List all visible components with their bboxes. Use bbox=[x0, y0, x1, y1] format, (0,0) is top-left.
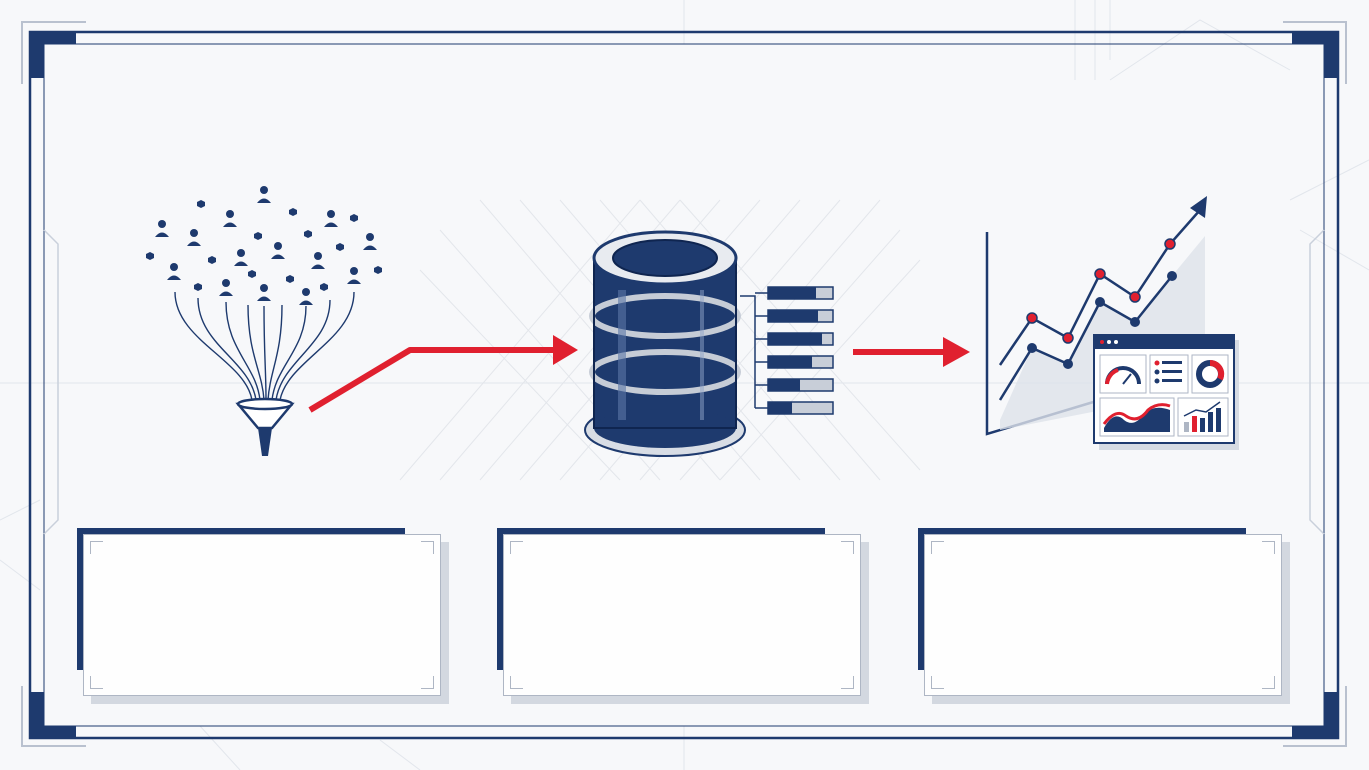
person-icon bbox=[324, 210, 338, 227]
list-widget bbox=[1149, 354, 1189, 394]
index-bar bbox=[767, 378, 834, 392]
person-icon bbox=[187, 229, 201, 246]
panel-corner-tick bbox=[90, 541, 103, 554]
panel-card bbox=[83, 534, 441, 696]
panel-corner-tick bbox=[421, 541, 434, 554]
panel-accent bbox=[918, 528, 1246, 670]
panel-corner-tick bbox=[931, 676, 944, 689]
panel-corner-tick bbox=[510, 676, 523, 689]
person-icon bbox=[363, 233, 377, 250]
person-icon bbox=[299, 288, 313, 305]
panel-corner-tick bbox=[931, 541, 944, 554]
area-chart-widget bbox=[1099, 397, 1175, 437]
person-icon bbox=[271, 242, 285, 259]
frame-corners bbox=[30, 32, 1338, 738]
panel-card bbox=[503, 534, 861, 696]
index-bar bbox=[767, 286, 834, 300]
panel-2 bbox=[497, 528, 869, 704]
bar-chart-widget bbox=[1177, 397, 1229, 437]
funnel-wires bbox=[174, 291, 355, 401]
line-chart-dashboard-icon bbox=[985, 196, 1239, 450]
person-icon bbox=[167, 263, 181, 280]
dashboard-window bbox=[1093, 334, 1239, 450]
database-index-bars bbox=[740, 286, 834, 415]
panel-accent bbox=[497, 528, 825, 670]
panel-3 bbox=[918, 528, 1290, 704]
person-icon bbox=[347, 267, 361, 284]
donut-widget bbox=[1191, 354, 1229, 394]
index-bar bbox=[767, 332, 834, 346]
arrow-funnel-to-database bbox=[308, 335, 578, 413]
panel-corner-tick bbox=[841, 541, 854, 554]
panel-corner-tick bbox=[510, 541, 523, 554]
people-cloud bbox=[146, 186, 382, 305]
person-icon bbox=[257, 284, 271, 301]
panel-1 bbox=[77, 528, 449, 704]
index-bar bbox=[767, 309, 834, 323]
panel-accent bbox=[77, 528, 405, 670]
panel-card bbox=[924, 534, 1282, 696]
panel-corner-tick bbox=[841, 676, 854, 689]
gauge-widget bbox=[1099, 354, 1147, 394]
data-node bbox=[146, 200, 382, 291]
people-funnel-icon bbox=[146, 186, 382, 456]
panel-corner-tick bbox=[1262, 541, 1275, 554]
panel-corner-tick bbox=[421, 676, 434, 689]
index-bar bbox=[767, 355, 834, 369]
person-icon bbox=[234, 249, 248, 266]
outer-frame bbox=[21, 21, 1347, 747]
person-icon bbox=[257, 186, 271, 203]
panel-corner-tick bbox=[90, 676, 103, 689]
funnel-icon bbox=[235, 397, 295, 456]
panel-corner-tick bbox=[1262, 676, 1275, 689]
person-icon bbox=[155, 220, 169, 237]
person-icon bbox=[223, 210, 237, 227]
person-icon bbox=[311, 252, 325, 269]
arrow-database-to-analytics bbox=[853, 337, 970, 367]
index-bar bbox=[767, 401, 834, 415]
database-icon bbox=[584, 230, 746, 457]
person-icon bbox=[219, 279, 233, 296]
